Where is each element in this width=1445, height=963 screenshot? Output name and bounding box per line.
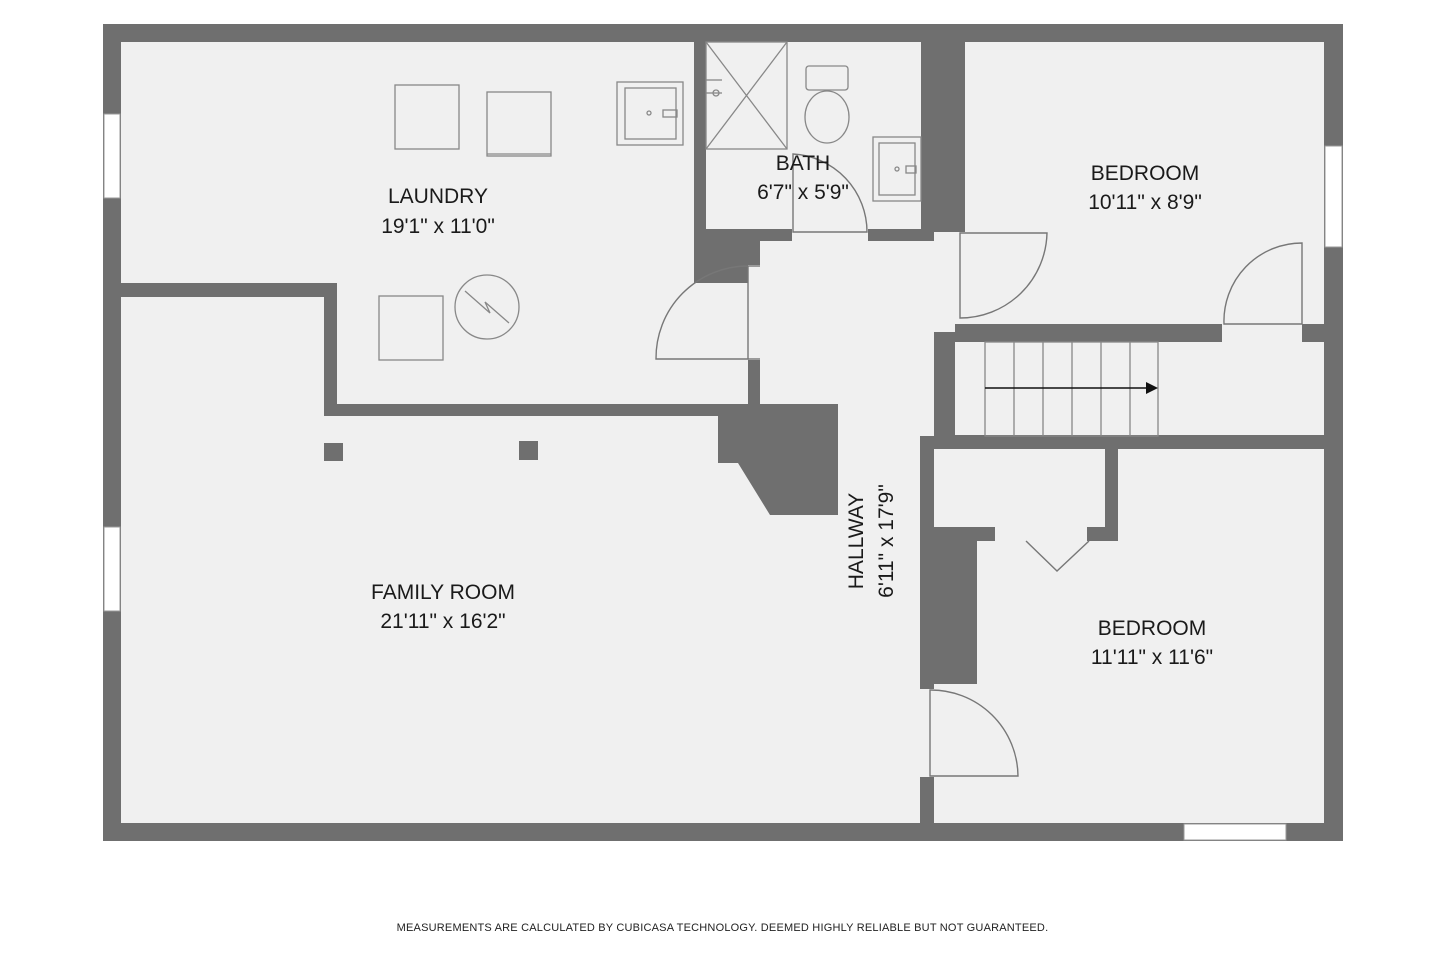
- windows: [103, 113, 1343, 841]
- door-swings: [655, 153, 1303, 777]
- bedroom-top-size: 10'11" x 8'9": [1088, 191, 1202, 214]
- hallway-name: HALLWAY: [845, 493, 868, 589]
- hallway-size: 6'11" x 17'9": [875, 484, 898, 598]
- pillar: [324, 443, 343, 461]
- pillar: [519, 441, 538, 460]
- stair-arrow-head: [1146, 382, 1158, 394]
- bath-fixtures: [705, 41, 922, 202]
- floor-areas: [121, 42, 1324, 823]
- disclaimer-footnote: MEASUREMENTS ARE CALCULATED BY CUBICASA …: [396, 922, 1049, 934]
- bath-size: 6'7" x 5'9": [757, 181, 849, 204]
- family-room-name: FAMILY ROOM: [371, 581, 515, 604]
- laundry-size: 19'1" x 11'0": [381, 215, 495, 238]
- bedroom-bottom-size: 11'11" x 11'6": [1091, 646, 1213, 669]
- laundry-name: LAUNDRY: [388, 185, 488, 208]
- bedroom-top-name: BEDROOM: [1091, 162, 1200, 185]
- laundry-fixtures: [378, 81, 684, 361]
- stairs: [984, 341, 1159, 437]
- family-room-size: 21'11" x 16'2": [380, 610, 505, 633]
- bath-name: BATH: [776, 152, 830, 175]
- bedroom-bottom-name: BEDROOM: [1098, 617, 1207, 640]
